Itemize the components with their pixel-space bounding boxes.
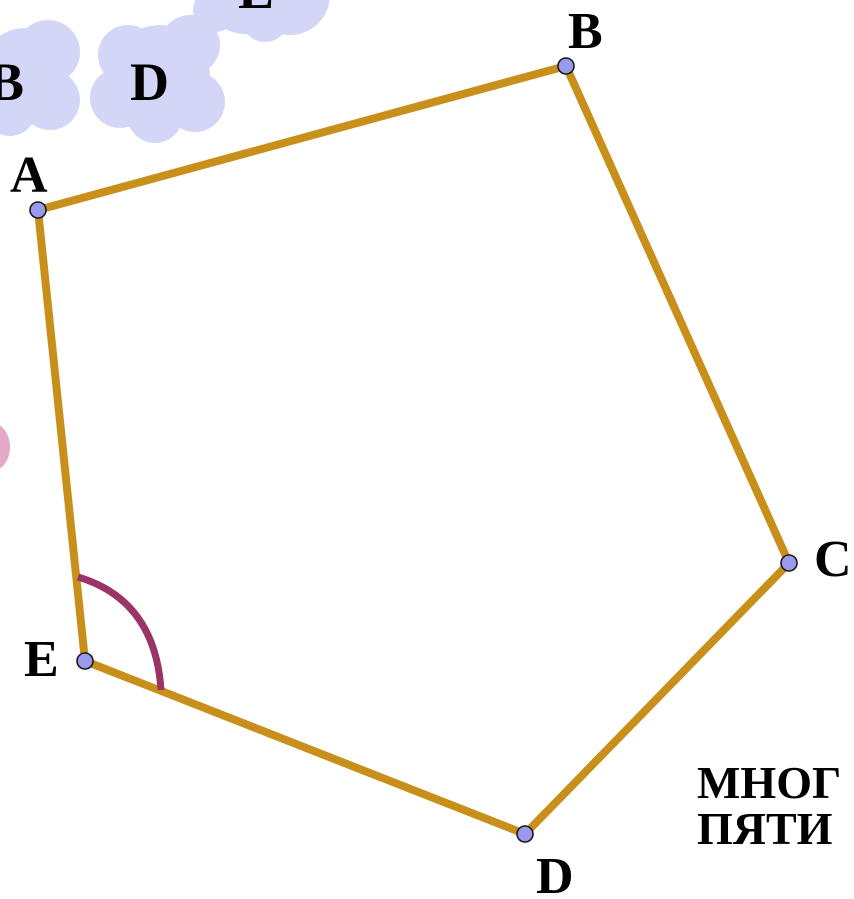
caption-line-2: ПЯТИ (697, 803, 833, 854)
vertex-point-d (516, 825, 534, 843)
cloud-left: B (0, 20, 80, 136)
caption-text: МНОГ ПЯТИ (697, 760, 841, 852)
caption-line-1: МНОГ (697, 757, 842, 808)
cloud-middle: D (90, 15, 225, 143)
pentagon-outline (34, 62, 793, 838)
pink-blob (0, 425, 10, 469)
vertex-point-c (780, 554, 798, 572)
vertex-point-b (557, 57, 575, 75)
vertex-label-e: E (24, 631, 59, 688)
cloud-middle-label: D (130, 52, 169, 112)
cloud-top: E (193, 0, 330, 42)
vertex-label-b: B (568, 3, 603, 60)
vertex-point-a (29, 201, 47, 219)
vertex-label-c: C (814, 531, 852, 588)
vertex-label-d: D (536, 848, 574, 899)
vertex-point-e (76, 652, 94, 670)
cloud-top-label: E (238, 0, 274, 20)
cloud-left-label: B (0, 52, 24, 112)
vertex-label-a: A (10, 147, 48, 204)
angle-arc-e (76, 573, 165, 691)
